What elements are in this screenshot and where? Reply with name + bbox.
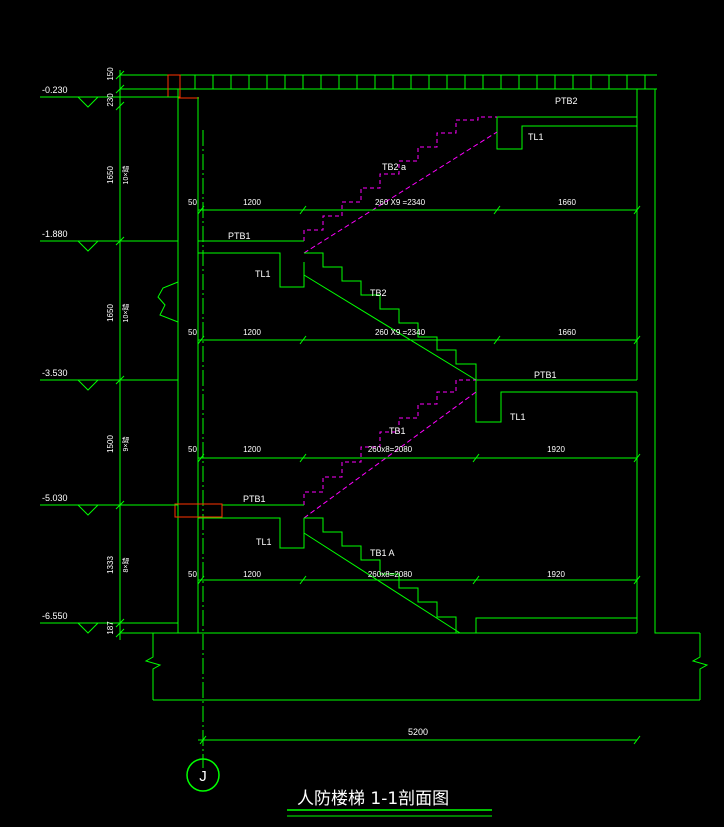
flight-tb1a-soffit bbox=[303, 532, 461, 634]
level-label: -1.880 bbox=[42, 229, 68, 239]
level-markers bbox=[40, 96, 178, 634]
label-ptb1: PTB1 bbox=[534, 370, 557, 380]
span-landing: 1200 bbox=[243, 445, 261, 454]
label-tl1: TL1 bbox=[510, 412, 526, 422]
label-tl1: TL1 bbox=[528, 132, 544, 142]
height-dim: 1500 bbox=[106, 435, 115, 453]
span-50: 50 bbox=[188, 445, 197, 454]
flight-tb2 bbox=[304, 252, 637, 381]
flight-tb1a bbox=[304, 517, 638, 634]
flight-tb2-soffit bbox=[303, 274, 477, 381]
label-tb1a: TB1 A bbox=[370, 548, 395, 558]
span-landing: 1200 bbox=[243, 198, 261, 207]
span-rest: 1660 bbox=[558, 198, 576, 207]
axis-label: J bbox=[199, 768, 207, 785]
height-steps: 9×踏 bbox=[121, 437, 130, 452]
label-ptb1: PTB1 bbox=[243, 494, 266, 504]
height-dim: 187 bbox=[106, 621, 115, 635]
landing-ptb1-a bbox=[198, 240, 305, 288]
height-steps: 10×踏 bbox=[121, 166, 130, 185]
dimension-rows bbox=[197, 205, 641, 585]
flight-tb1-soffit bbox=[303, 391, 477, 519]
level-label: -5.030 bbox=[42, 493, 68, 503]
height-dim: 150 bbox=[106, 67, 115, 81]
flight-tb2a bbox=[303, 116, 497, 241]
landing-ptb1-c bbox=[198, 504, 305, 549]
level-label: -0.230 bbox=[42, 85, 68, 95]
span-rest: 1920 bbox=[547, 570, 565, 579]
flight-tb1 bbox=[303, 379, 476, 505]
label-tb2a: TB2 a bbox=[382, 162, 406, 172]
walls bbox=[120, 89, 700, 634]
span-50: 50 bbox=[188, 328, 197, 337]
label-tb1: TB1 bbox=[389, 426, 406, 436]
span-50: 50 bbox=[188, 198, 197, 207]
level-label: -6.550 bbox=[42, 611, 68, 621]
label-ptb2: PTB2 bbox=[555, 96, 578, 106]
top-landing bbox=[496, 116, 637, 150]
span-landing: 1200 bbox=[243, 328, 261, 337]
label-tl1: TL1 bbox=[255, 269, 271, 279]
height-dim: 230 bbox=[106, 93, 115, 107]
span-landing: 1200 bbox=[243, 570, 261, 579]
span-50: 50 bbox=[188, 570, 197, 579]
level-label: -3.530 bbox=[42, 368, 68, 378]
span-flight: 260 X9 =2340 bbox=[375, 328, 426, 337]
landing-ptb1-b bbox=[475, 380, 637, 423]
drawing-title: 人防楼梯 1-1剖面图 bbox=[297, 789, 449, 809]
label-tl1: TL1 bbox=[256, 537, 272, 547]
axis-bubble bbox=[186, 758, 220, 792]
height-steps: 10×踏 bbox=[121, 304, 130, 323]
height-steps: 8×踏 bbox=[121, 558, 130, 573]
span-flight: 260x8=2080 bbox=[368, 445, 413, 454]
span-flight: 260 X9 =2340 bbox=[375, 198, 426, 207]
overall-dimension bbox=[198, 735, 641, 745]
flight-tb2a-soffit bbox=[303, 131, 498, 254]
bottom-breaks bbox=[144, 633, 709, 701]
vertical-dimension bbox=[115, 70, 125, 640]
span-rest: 1920 bbox=[547, 445, 565, 454]
height-dim: 1333 bbox=[106, 556, 115, 574]
overall-dim-text: 5200 bbox=[408, 727, 428, 737]
label-tb2: TB2 bbox=[370, 288, 387, 298]
opening-marker bbox=[174, 503, 223, 518]
label-ptb1: PTB1 bbox=[228, 231, 251, 241]
height-dim: 1650 bbox=[106, 304, 115, 322]
span-flight: 260x8=2080 bbox=[368, 570, 413, 579]
roof-slab bbox=[120, 74, 657, 90]
span-rest: 1660 bbox=[558, 328, 576, 337]
height-dim: 1650 bbox=[106, 166, 115, 184]
